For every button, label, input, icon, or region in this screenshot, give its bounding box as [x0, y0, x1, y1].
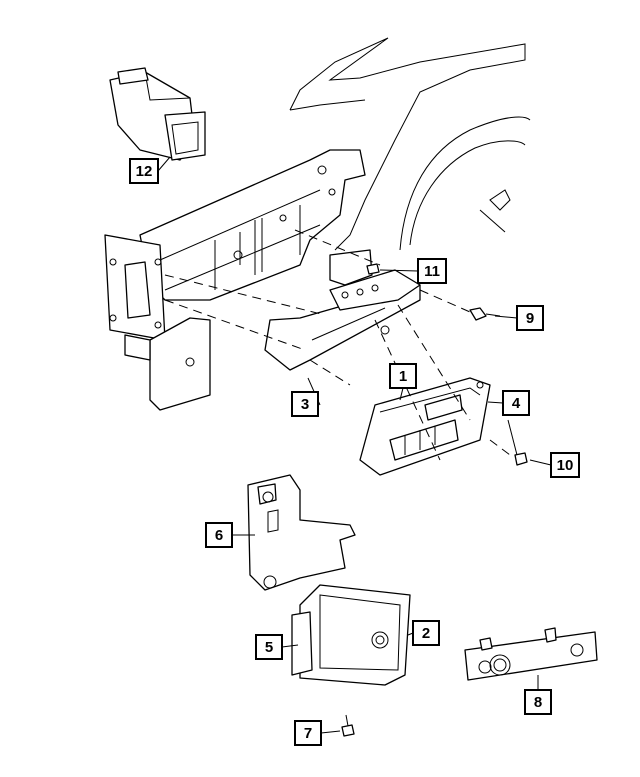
front-plate: [104, 234, 166, 341]
frame-rail: [139, 149, 373, 301]
callout-2: 2: [412, 620, 440, 646]
callout-10-label: 10: [557, 457, 574, 474]
callout-7: 7: [294, 720, 322, 746]
callout-11-label: 11: [424, 263, 440, 280]
callout-12: 12: [129, 158, 159, 184]
callout-10: 10: [550, 452, 580, 478]
relay-housing-12: [109, 67, 206, 161]
plate-6: [247, 474, 356, 591]
callout-12-label: 12: [136, 163, 153, 180]
callout-5: 5: [255, 634, 283, 660]
callout-9: 9: [516, 305, 544, 331]
callout-4-label: 4: [512, 395, 521, 412]
callout-3-label: 3: [301, 396, 309, 413]
callout-6-label: 6: [215, 527, 223, 544]
callout-6: 6: [205, 522, 233, 548]
ecu-module-2: [291, 584, 411, 686]
lower-bracket: [124, 317, 211, 411]
mounting-bracket-3: [264, 269, 421, 371]
callout-8: 8: [524, 689, 552, 715]
callout-1: 1: [389, 363, 417, 389]
module-assembly-1-4: [359, 377, 491, 476]
fender-panel: [289, 37, 531, 251]
callout-1-label: 1: [399, 368, 407, 385]
fasteners: [341, 263, 528, 737]
callout-4: 4: [502, 390, 530, 416]
callout-5-label: 5: [265, 639, 273, 656]
callout-3: 3: [291, 391, 319, 417]
strip-8: [464, 627, 598, 681]
callout-2-label: 2: [422, 625, 430, 642]
callout-7-label: 7: [304, 725, 312, 742]
callout-8-label: 8: [534, 694, 542, 711]
assembly-lines: [164, 229, 511, 461]
callout-9-label: 9: [526, 310, 534, 327]
callout-11: 11: [417, 258, 447, 284]
